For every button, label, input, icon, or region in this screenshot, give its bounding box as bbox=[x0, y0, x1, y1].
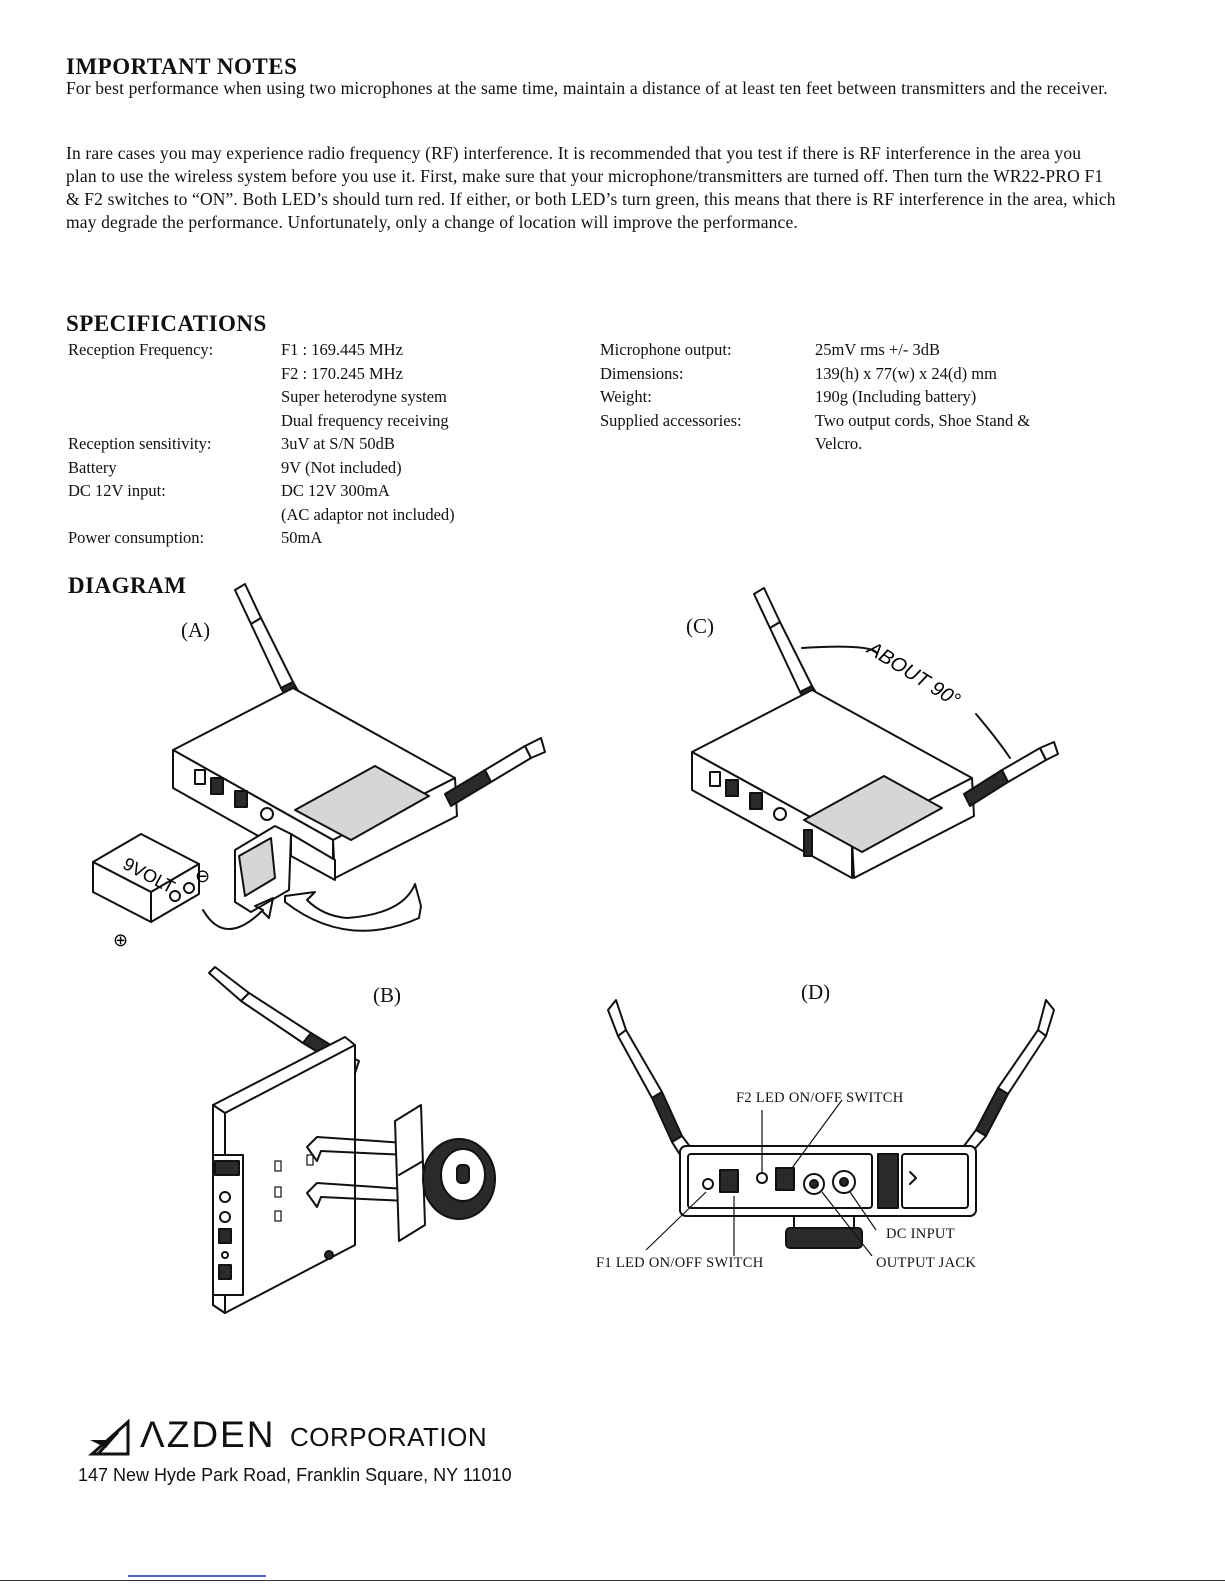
notes-paragraph-2: In rare cases you may experience radio f… bbox=[66, 143, 1116, 232]
figure-c-antenna-angle: ABOUT 90° bbox=[691, 587, 1059, 879]
antenna-icon bbox=[963, 741, 1059, 807]
jack-icon bbox=[219, 1211, 231, 1223]
battery-icon: 9VOLT bbox=[92, 833, 200, 923]
figure-b-shoe-stand bbox=[208, 966, 496, 1314]
led-icon bbox=[709, 771, 721, 787]
company-address: 147 New Hyde Park Road, Franklin Square,… bbox=[78, 1465, 512, 1485]
dc-input-label: DC INPUT bbox=[886, 1226, 955, 1242]
spec-label: DC 12V input: bbox=[68, 481, 166, 500]
spec-label: Dimensions: bbox=[600, 363, 684, 383]
spec-label bbox=[68, 503, 278, 527]
spec-label: Battery bbox=[68, 457, 117, 477]
spec-value: Dual frequency receiving bbox=[281, 410, 449, 430]
spec-value: Super heterodyne system bbox=[281, 387, 447, 406]
spec-value: DC 12V 300mA bbox=[281, 481, 390, 500]
led-icon bbox=[221, 1251, 229, 1259]
switch-icon bbox=[234, 790, 248, 808]
spec-value: Two output cords, Shoe Stand & bbox=[815, 410, 1031, 430]
specs-right-values: 25mV rms +/- 3dB 139(h) x 77(w) x 24(d) … bbox=[815, 338, 1115, 456]
angle-arc bbox=[975, 713, 1011, 759]
spec-value: 3uV at S/N 50dB bbox=[281, 434, 395, 453]
arrow-icon bbox=[284, 883, 422, 932]
led-icon bbox=[194, 769, 206, 785]
spec-label: Reception sensitivity: bbox=[68, 434, 212, 453]
f2-switch-icon bbox=[775, 1167, 795, 1191]
arrow-icon bbox=[306, 1182, 408, 1208]
f2-led-icon bbox=[756, 1172, 768, 1184]
jack-icon bbox=[773, 807, 787, 821]
spec-value: 139(h) x 77(w) x 24(d) mm bbox=[815, 363, 997, 383]
specs-left-labels: Reception Frequency: Reception sensitivi… bbox=[68, 338, 278, 550]
specs-right-labels: Microphone output: Dimensions: Weight: S… bbox=[600, 338, 810, 456]
switch-icon bbox=[218, 1264, 232, 1280]
spec-value: 50mA bbox=[281, 528, 323, 547]
diagram-heading: DIAGRAM bbox=[68, 573, 187, 598]
figure-a-battery-install: 9VOLT ⊖ ⊕ bbox=[92, 583, 546, 951]
spec-label: Weight: bbox=[600, 387, 652, 406]
f1-switch-icon bbox=[719, 1169, 739, 1193]
spec-value: F2 : 170.245 MHz bbox=[281, 363, 403, 383]
angle-arc bbox=[801, 645, 877, 653]
switch-icon bbox=[749, 792, 763, 810]
diagram-label-c: (C) bbox=[686, 614, 714, 638]
arrow-icon bbox=[202, 897, 274, 930]
about-90-label: ABOUT 90° bbox=[863, 637, 964, 712]
switch-icon bbox=[210, 777, 224, 795]
company-corporation: CORPORATION bbox=[290, 1422, 488, 1452]
minus-symbol: ⊖ bbox=[195, 866, 210, 887]
page-edge bbox=[0, 1580, 1225, 1581]
specs-heading: SPECIFICATIONS bbox=[66, 311, 267, 336]
notes-paragraph-1: For best performance when using two micr… bbox=[66, 78, 1108, 98]
spec-value: 190g (Including battery) bbox=[815, 387, 977, 406]
spec-label: Microphone output: bbox=[600, 340, 732, 359]
spec-label bbox=[600, 432, 810, 456]
spec-label: Supplied accessories: bbox=[600, 410, 742, 430]
spec-value: 25mV rms +/- 3dB bbox=[815, 340, 940, 359]
switch-icon bbox=[725, 779, 739, 797]
spec-label bbox=[68, 409, 278, 433]
switch-icon bbox=[218, 1228, 232, 1244]
spec-value: Velcro. bbox=[815, 434, 863, 453]
diagram-label-b: (B) bbox=[373, 983, 401, 1007]
shoe-stand bbox=[394, 1104, 426, 1242]
bottom-rule bbox=[128, 1575, 266, 1577]
spec-label: Reception Frequency: bbox=[68, 340, 214, 359]
diagram-label-a: (A) bbox=[181, 618, 211, 642]
shoe-stand-knob bbox=[785, 1227, 863, 1249]
jack-icon bbox=[219, 1191, 231, 1203]
f1-led-icon bbox=[702, 1178, 714, 1190]
diagram-label-d: (D) bbox=[801, 980, 831, 1004]
antenna-icon bbox=[607, 999, 695, 1159]
antenna-icon bbox=[963, 999, 1055, 1153]
jack-icon bbox=[260, 807, 274, 821]
company-name: ΛZDEN bbox=[140, 1414, 276, 1455]
notes-heading: IMPORTANT NOTES bbox=[66, 54, 298, 79]
f1-led-switch-label: F1 LED ON/OFF SWITCH bbox=[596, 1255, 764, 1271]
spec-value: (AC adaptor not included) bbox=[281, 504, 455, 524]
figure-d-front-panel bbox=[607, 999, 1055, 1256]
f2-led-switch-label: F2 LED ON/OFF SWITCH bbox=[736, 1090, 904, 1106]
spec-value: F1 : 169.445 MHz bbox=[281, 340, 403, 359]
plus-symbol: ⊕ bbox=[113, 930, 128, 951]
arrow-icon bbox=[306, 1136, 408, 1162]
azden-logo-icon bbox=[88, 1418, 130, 1456]
spec-label bbox=[68, 385, 278, 409]
spec-label bbox=[68, 362, 278, 386]
antenna-icon bbox=[444, 737, 546, 807]
output-jack-label: OUTPUT JACK bbox=[876, 1255, 977, 1271]
spec-label: Power consumption: bbox=[68, 528, 205, 547]
specs-left-values: F1 : 169.445 MHz F2 : 170.245 MHz Super … bbox=[281, 338, 541, 550]
spec-value: 9V (Not included) bbox=[281, 457, 402, 477]
